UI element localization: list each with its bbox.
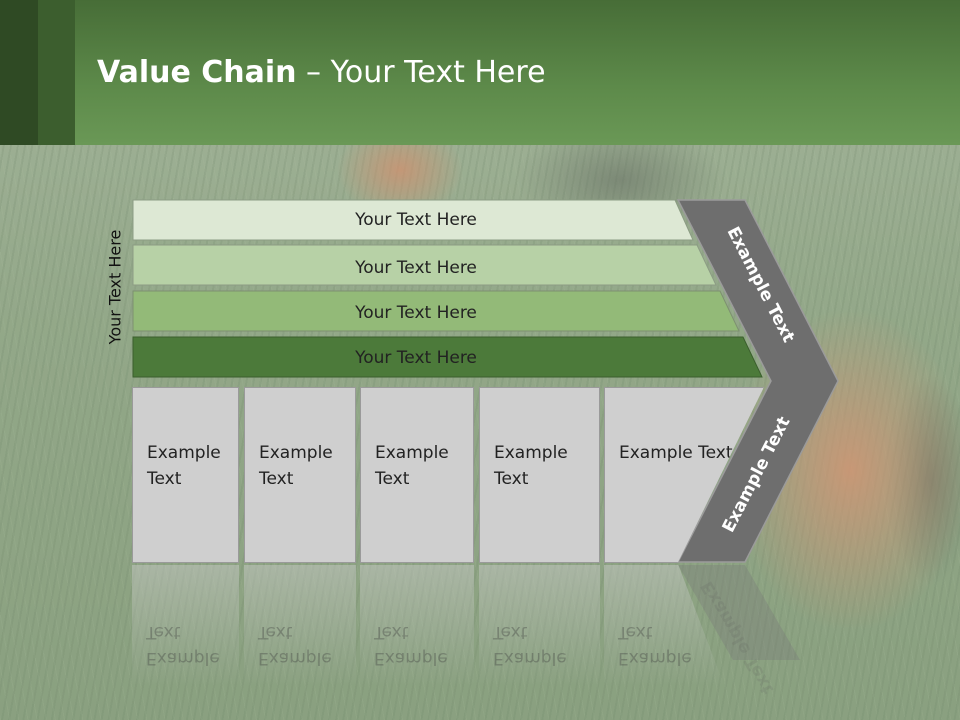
- bar-4: [132, 336, 763, 378]
- chevron-arrow: [676, 199, 839, 563]
- bar-3: [132, 290, 740, 332]
- example-box-5-reflection-label: Example Text: [618, 622, 692, 668]
- example-box-3-reflection-label: Example Text: [374, 622, 448, 668]
- bar-1: [132, 199, 694, 241]
- example-box-1: Example Text: [132, 387, 239, 563]
- example-box-4: Example Text: [479, 387, 600, 563]
- example-box-2-reflection: Example Text: [244, 565, 356, 685]
- example-box-4-label: Example Text: [494, 443, 568, 489]
- example-box-4-reflection-label: Example Text: [493, 622, 567, 668]
- example-box-1-label: Example Text: [147, 443, 221, 489]
- header-accent-mid: [38, 0, 75, 145]
- example-box-2-reflection-label: Example Text: [258, 622, 332, 668]
- example-box-5-label: Example Text: [619, 443, 733, 463]
- example-box-1-reflection: Example Text: [132, 565, 239, 685]
- header-accent-dark: [0, 0, 38, 145]
- bar-3-label: Your Text Here: [354, 303, 477, 323]
- example-box-1-reflection-label: Example Text: [146, 622, 220, 668]
- title-rest: – Your Text Here: [296, 55, 546, 90]
- title-bold: Value Chain: [97, 55, 297, 90]
- example-box-3: Example Text: [360, 387, 474, 563]
- bar-2: [132, 244, 717, 286]
- slide-title: Value Chain – Your Text Here: [97, 55, 546, 90]
- chevron-reflection: [678, 565, 800, 660]
- header-band: Value Chain – Your Text Here: [0, 0, 960, 145]
- example-box-3-label: Example Text: [375, 443, 449, 489]
- example-box-4-reflection: Example Text: [479, 565, 600, 685]
- bar-2-label: Your Text Here: [354, 258, 477, 278]
- example-box-3-reflection: Example Text: [360, 565, 474, 685]
- bar-1-label: Your Text Here: [354, 210, 477, 230]
- bar-4-label: Your Text Here: [354, 348, 477, 368]
- example-box-2-label: Example Text: [259, 443, 333, 489]
- example-box-2: Example Text: [244, 387, 356, 563]
